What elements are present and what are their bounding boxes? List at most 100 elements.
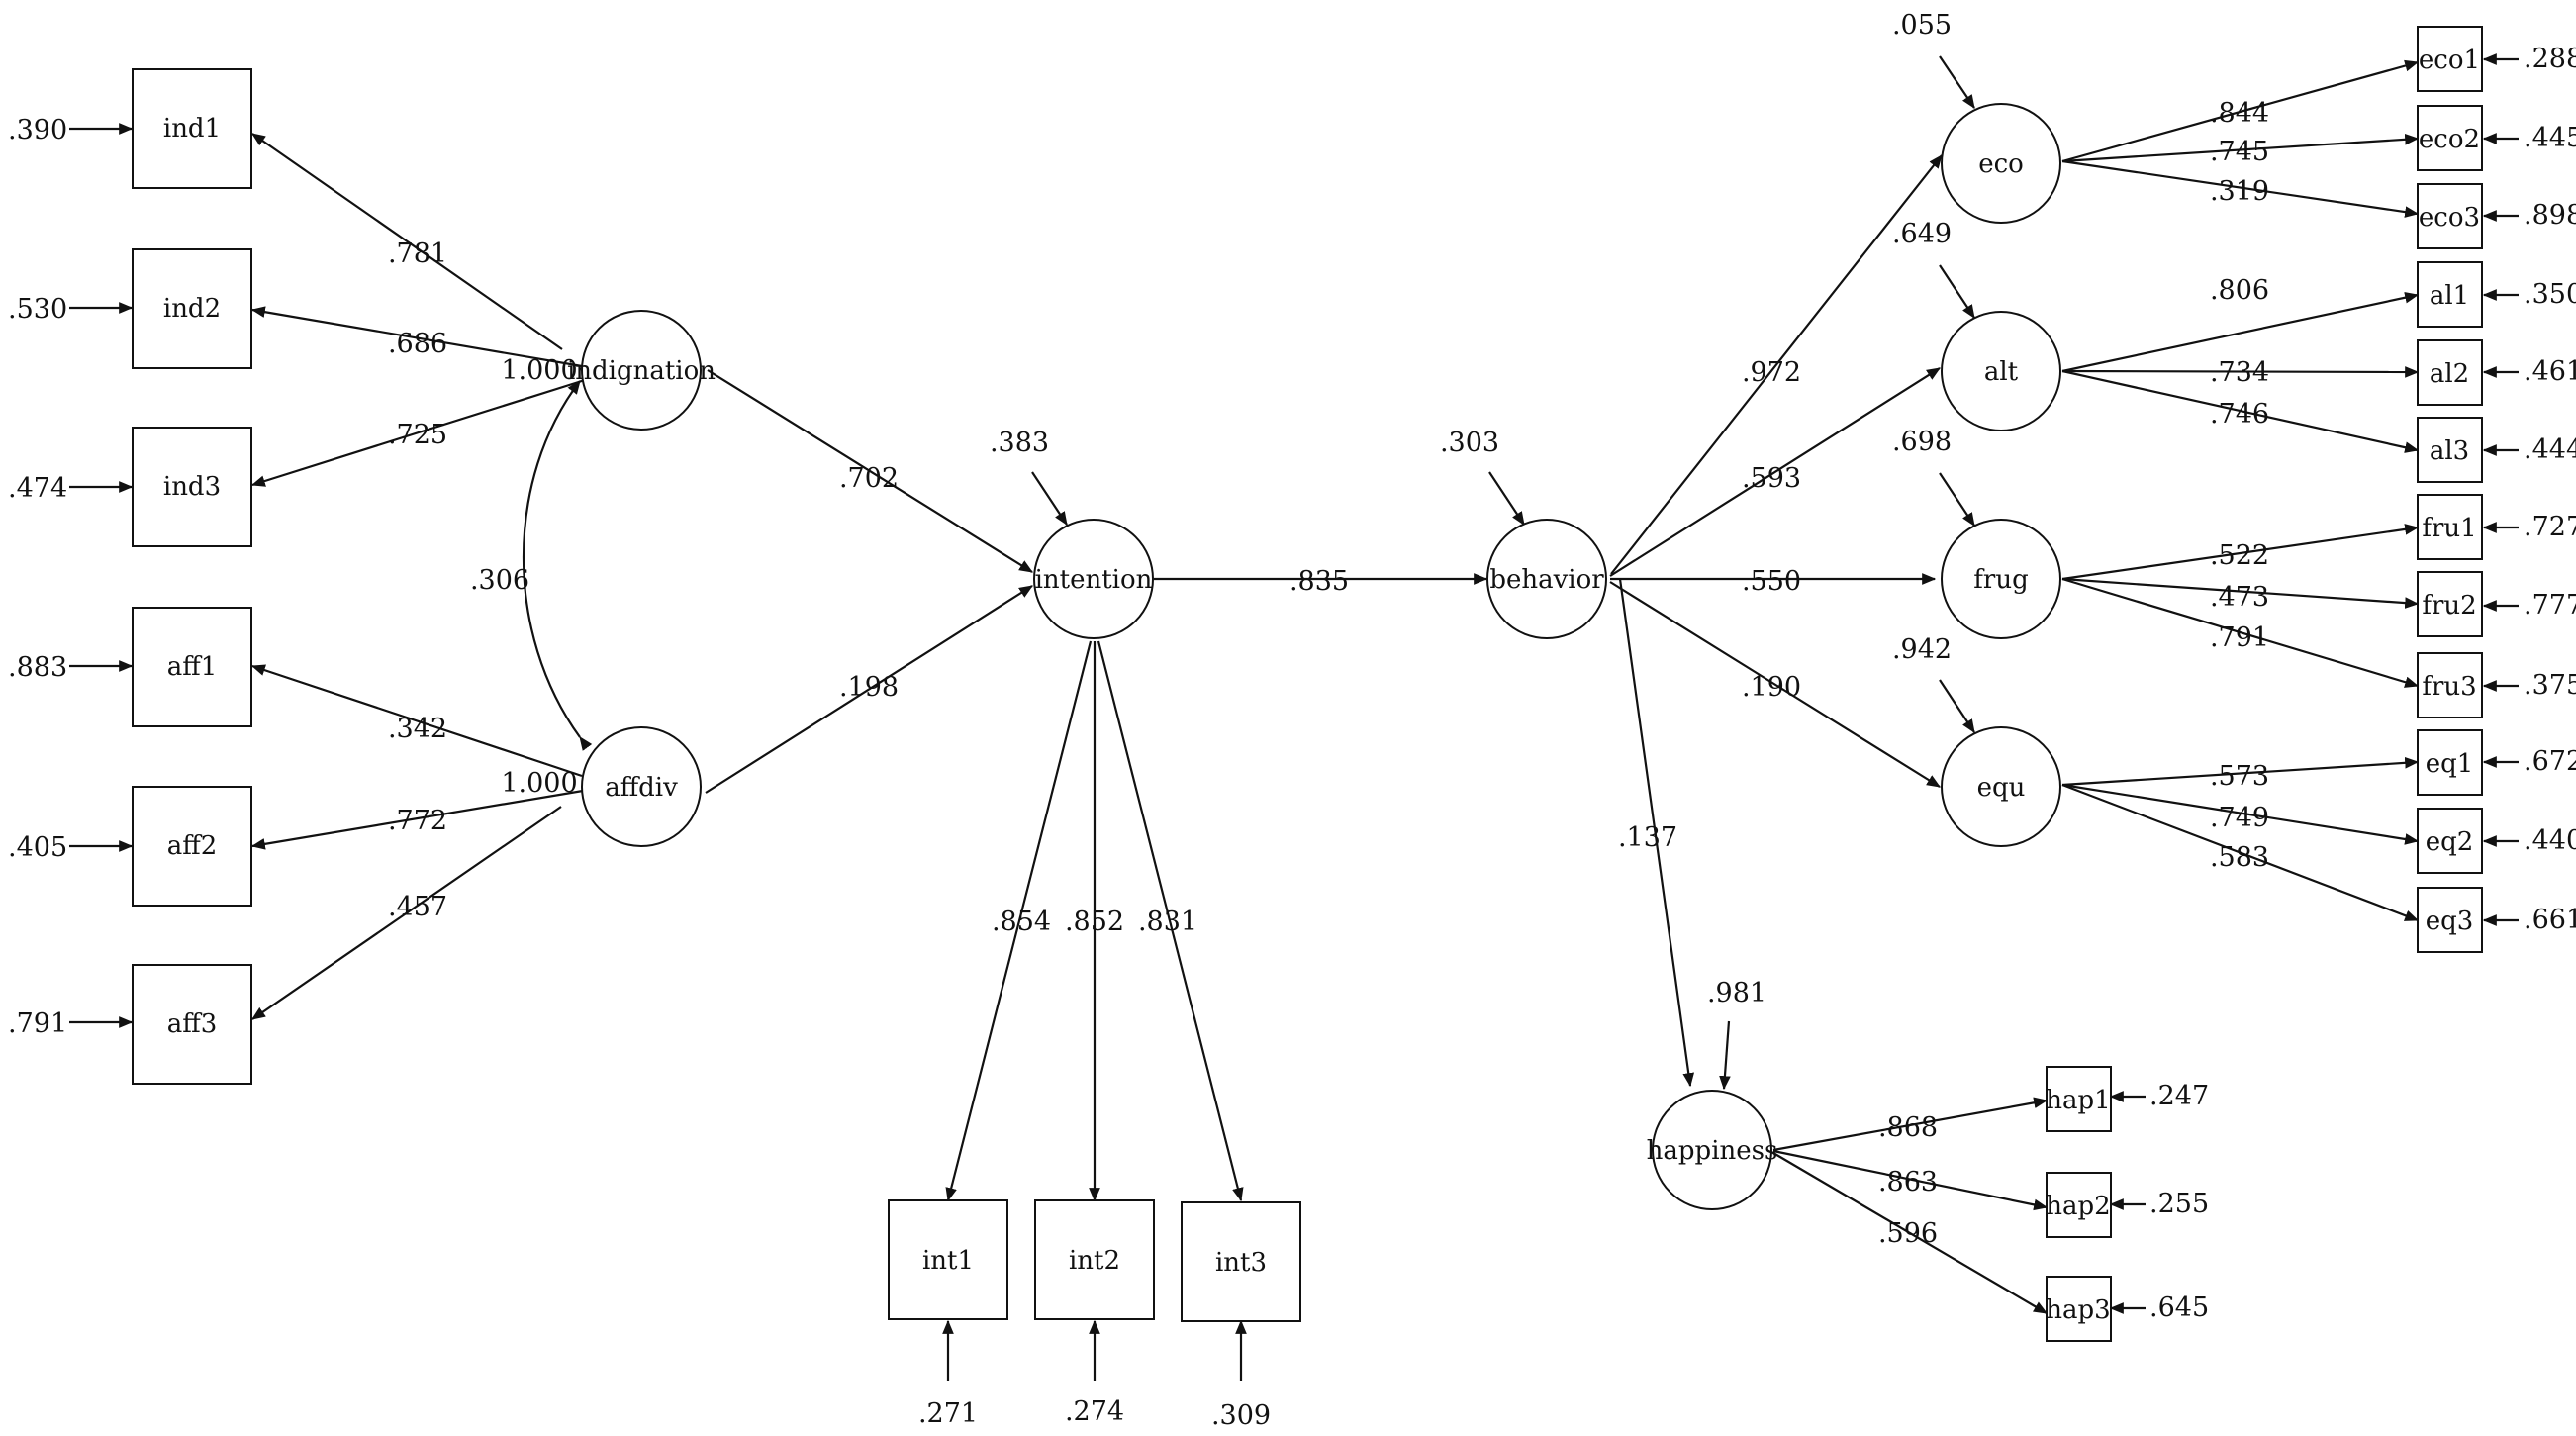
node-ind1: ind1	[132, 68, 252, 189]
error-label-eq2: .440	[2524, 825, 2576, 856]
node-label-fru1: fru1	[2422, 514, 2476, 543]
path-label-alt-al1: .806	[2210, 275, 2269, 306]
path-label-affdiv-aff3: .457	[388, 892, 447, 922]
node-label-equ: equ	[1977, 773, 2026, 803]
edge-happiness-hap1	[1772, 1097, 2049, 1152]
node-label-alt: alt	[1984, 357, 2019, 387]
node-label-behavior: behavior	[1489, 565, 1604, 595]
error-label-int2: .274	[1065, 1396, 1124, 1427]
node-int2: int2	[1034, 1199, 1155, 1320]
edge-eco-eco2	[2061, 133, 2420, 163]
error-label-aff3: .791	[8, 1008, 67, 1039]
node-hap2: hap2	[2046, 1172, 2112, 1238]
path-label-happiness-hap3: .596	[1878, 1218, 1938, 1249]
path-label-behavior-equ: .190	[1742, 672, 1801, 703]
error-label-al2: .461	[2524, 356, 2576, 387]
path-label-intention-int3: .831	[1138, 907, 1197, 937]
error-label-aff1: .883	[8, 652, 67, 683]
error-label-al3: .444	[2524, 434, 2576, 465]
node-al1: al1	[2417, 261, 2483, 328]
error-label-ind1: .390	[8, 115, 67, 145]
node-label-hap2: hap2	[2046, 1192, 2110, 1221]
node-label-indignation: indignation	[567, 356, 716, 386]
node-label-eco: eco	[1978, 149, 2024, 179]
node-eco1: eco1	[2417, 26, 2483, 92]
edge-behavior-eco	[1610, 154, 1943, 575]
node-aff2: aff2	[132, 786, 252, 907]
edge-affdiv-aff1	[250, 664, 583, 778]
node-label-int1: int1	[922, 1246, 974, 1276]
node-label-ind2: ind2	[163, 294, 221, 324]
node-label-eco1: eco1	[2419, 46, 2480, 75]
node-label-ind1: ind1	[163, 114, 221, 144]
path-label-intention-behavior: .835	[1289, 566, 1349, 597]
node-equ: equ	[1941, 726, 2061, 847]
disturbance-arrow-alt	[1939, 264, 1975, 319]
error-label-fru1: .727	[2524, 512, 2576, 542]
path-label-equ-eq2: .749	[2210, 803, 2269, 833]
edge-affdiv-intention	[705, 585, 1033, 794]
node-eq1: eq1	[2417, 729, 2483, 796]
path-label-frug-fru2: .473	[2210, 582, 2269, 613]
node-label-aff1: aff1	[167, 652, 218, 682]
node-label-eco3: eco3	[2419, 203, 2480, 233]
node-frug: frug	[1941, 519, 2061, 639]
error-label-hap1: .247	[2149, 1081, 2209, 1111]
node-label-al1: al1	[2430, 281, 2469, 311]
node-int3: int3	[1181, 1201, 1301, 1322]
edge-behavior-equ	[1609, 581, 1941, 788]
edge-equ-eq1	[2061, 756, 2420, 787]
node-aff3: aff3	[132, 964, 252, 1085]
error-label-frug: .698	[1892, 427, 1952, 457]
edge-indignation-intention	[707, 369, 1033, 573]
edge-happiness-hap2	[1772, 1149, 2049, 1211]
node-eco2: eco2	[2417, 105, 2483, 171]
node-label-eq1: eq1	[2426, 749, 2474, 779]
node-eco: eco	[1941, 103, 2061, 224]
path-label-eco-eco2: .745	[2210, 137, 2269, 167]
path-label-behavior-frug: .550	[1742, 566, 1801, 597]
edge-frug-fru2	[2061, 577, 2420, 609]
path-label-indignation-ind1: .781	[388, 239, 447, 269]
node-aff1: aff1	[132, 607, 252, 727]
node-label-al2: al2	[2430, 359, 2469, 389]
edge-frug-fru1	[2061, 524, 2420, 581]
error-label-behavior: .303	[1440, 428, 1499, 458]
error-label-aff2: .405	[8, 832, 67, 863]
error-label-ind3: .474	[8, 473, 67, 504]
path-label-indignation-ind2: .686	[388, 329, 447, 359]
edge-indignation-ind1	[251, 133, 563, 350]
node-label-fru2: fru2	[2422, 591, 2476, 621]
path-label-indignation-variance: 1.000	[501, 355, 577, 386]
node-label-aff2: aff2	[167, 831, 218, 861]
node-label-eco2: eco2	[2419, 125, 2480, 154]
node-al2: al2	[2417, 339, 2483, 406]
node-alt: alt	[1941, 311, 2061, 431]
edges	[69, 53, 2519, 1381]
node-happiness: happiness	[1647, 1090, 1777, 1210]
disturbance-arrow-eco	[1939, 55, 1975, 109]
node-affdiv: affdiv	[581, 726, 702, 847]
disturbance-arrow-happiness	[1719, 1020, 1731, 1091]
path-labels: .781 .686 .725 .342 .772 .457 1.000 1.00…	[388, 98, 2269, 1249]
path-label-behavior-happiness: .137	[1618, 822, 1677, 853]
path-label-eco-eco1: .844	[2210, 98, 2269, 129]
path-label-alt-al3: .746	[2210, 399, 2269, 430]
path-label-indignation-ind3: .725	[388, 420, 447, 450]
node-label-int2: int2	[1069, 1246, 1120, 1276]
error-label-happiness: .981	[1707, 978, 1766, 1008]
node-label-aff3: aff3	[167, 1009, 218, 1039]
disturbance-arrow-behavior	[1488, 471, 1525, 526]
error-labels: .390 .530 .474 .883 .405 .791 .383 .303 …	[8, 10, 2576, 1431]
node-hap1: hap1	[2046, 1066, 2112, 1132]
node-al3: al3	[2417, 417, 2483, 483]
error-label-eco1: .288	[2524, 44, 2576, 74]
edge-intention-int1	[945, 640, 1093, 1202]
path-label-frug-fru3: .791	[2210, 622, 2269, 653]
node-label-frug: frug	[1973, 565, 2028, 595]
path-label-indignation-intention: .702	[839, 463, 899, 494]
error-label-int3: .309	[1211, 1400, 1271, 1431]
path-label-affdiv-intention: .198	[839, 672, 899, 703]
path-label-behavior-eco: .972	[1742, 357, 1801, 388]
latent-variables: indignation affdiv intention behavior ec…	[567, 103, 2061, 1210]
